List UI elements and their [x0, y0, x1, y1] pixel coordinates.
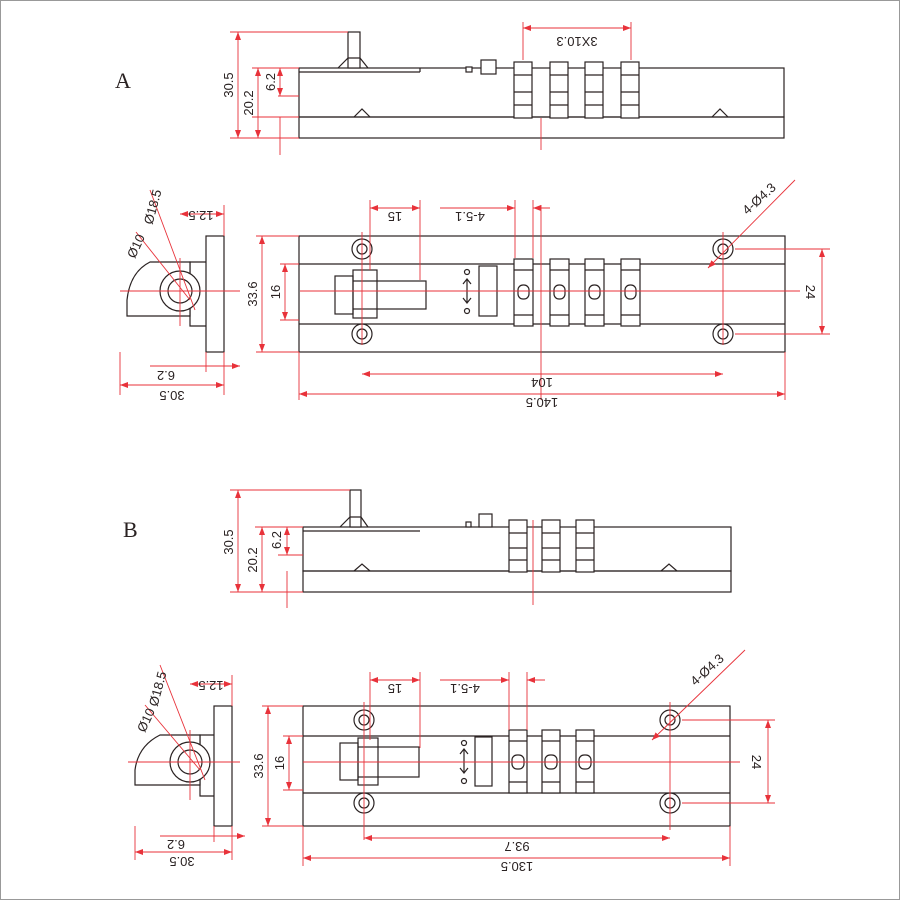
plan-view-a: 15 4-5.1 4-Ø4.3 33.6 16 24 104 140.5 — [245, 179, 830, 410]
dim-hole-spacing-y-a: 24 — [803, 285, 818, 299]
dim-hole-spacing-y-b: 24 — [749, 755, 764, 769]
dim-barrel-outer-b: Ø18.5 — [146, 670, 170, 708]
dial-wheels-side-b — [508, 519, 595, 573]
dim-dial-pitch-a: 3X10.3 — [556, 34, 597, 49]
dim-flange-width-b: 12.5 — [198, 678, 223, 693]
dim-end-width-a: 30.5 — [159, 388, 184, 403]
dim-flange-width-a: 12.5 — [188, 208, 213, 223]
dim-total-height-a: 30.5 — [221, 72, 236, 97]
dim-overall-length-a: 140.5 — [526, 395, 559, 410]
dim-end-width-b: 30.5 — [169, 854, 194, 869]
dial-wheels-side-a — [513, 61, 640, 119]
dim-hole-callout-b: 4-Ø4.3 — [687, 651, 727, 689]
end-view-b: Ø18.5 Ø10 12.5 6.2 30.5 — [128, 664, 245, 869]
view-label-a: A — [115, 68, 131, 93]
dim-body-height-b: 20.2 — [245, 547, 260, 572]
dim-barrel-inner-b: Ø10 — [134, 706, 158, 735]
side-view-a: 30.5 20.2 6.2 3X10.3 — [221, 22, 785, 155]
dim-body-height-a: 20.2 — [241, 90, 256, 115]
dim-dial-slots-a: 4-5.1 — [455, 209, 485, 224]
side-view-b: 30.5 20.2 6.2 — [221, 489, 732, 608]
dim-hole-spacing-x-b: 93.7 — [504, 839, 529, 854]
dim-body-width-b: 33.6 — [251, 753, 266, 778]
dim-dial-slots-b: 4-5.1 — [450, 681, 480, 696]
dim-bolt-width-b: 16 — [272, 756, 287, 770]
plan-view-b: 15 4-5.1 4-Ø4.3 33.6 16 24 93.7 130.5 — [251, 649, 775, 874]
dim-knob-offset-b: 15 — [388, 681, 402, 696]
view-label-b: B — [123, 517, 138, 542]
dim-body-width-a: 33.6 — [245, 281, 260, 306]
bolt-knob — [347, 31, 361, 69]
dim-overall-length-b: 130.5 — [501, 859, 534, 874]
dim-flange-thickness-a: 6.2 — [157, 368, 175, 383]
dim-top-step-b: 6.2 — [269, 531, 284, 549]
dim-total-height-b: 30.5 — [221, 529, 236, 554]
dial-wheels-plan-a — [513, 258, 641, 327]
dim-knob-offset-a: 15 — [388, 209, 402, 224]
dial-wheels-plan-b — [508, 729, 595, 794]
dim-top-step-a: 6.2 — [263, 73, 278, 91]
dim-bolt-width-a: 16 — [268, 285, 283, 299]
dim-barrel-inner-a: Ø10 — [124, 232, 148, 261]
dim-hole-spacing-x-a: 104 — [531, 375, 553, 390]
end-view-a: Ø18.5 Ø10 12.5 6.2 30.5 — [119, 188, 240, 403]
dim-hole-callout-a: 4-Ø4.3 — [739, 180, 779, 218]
dim-flange-thickness-b: 6.2 — [167, 837, 185, 852]
